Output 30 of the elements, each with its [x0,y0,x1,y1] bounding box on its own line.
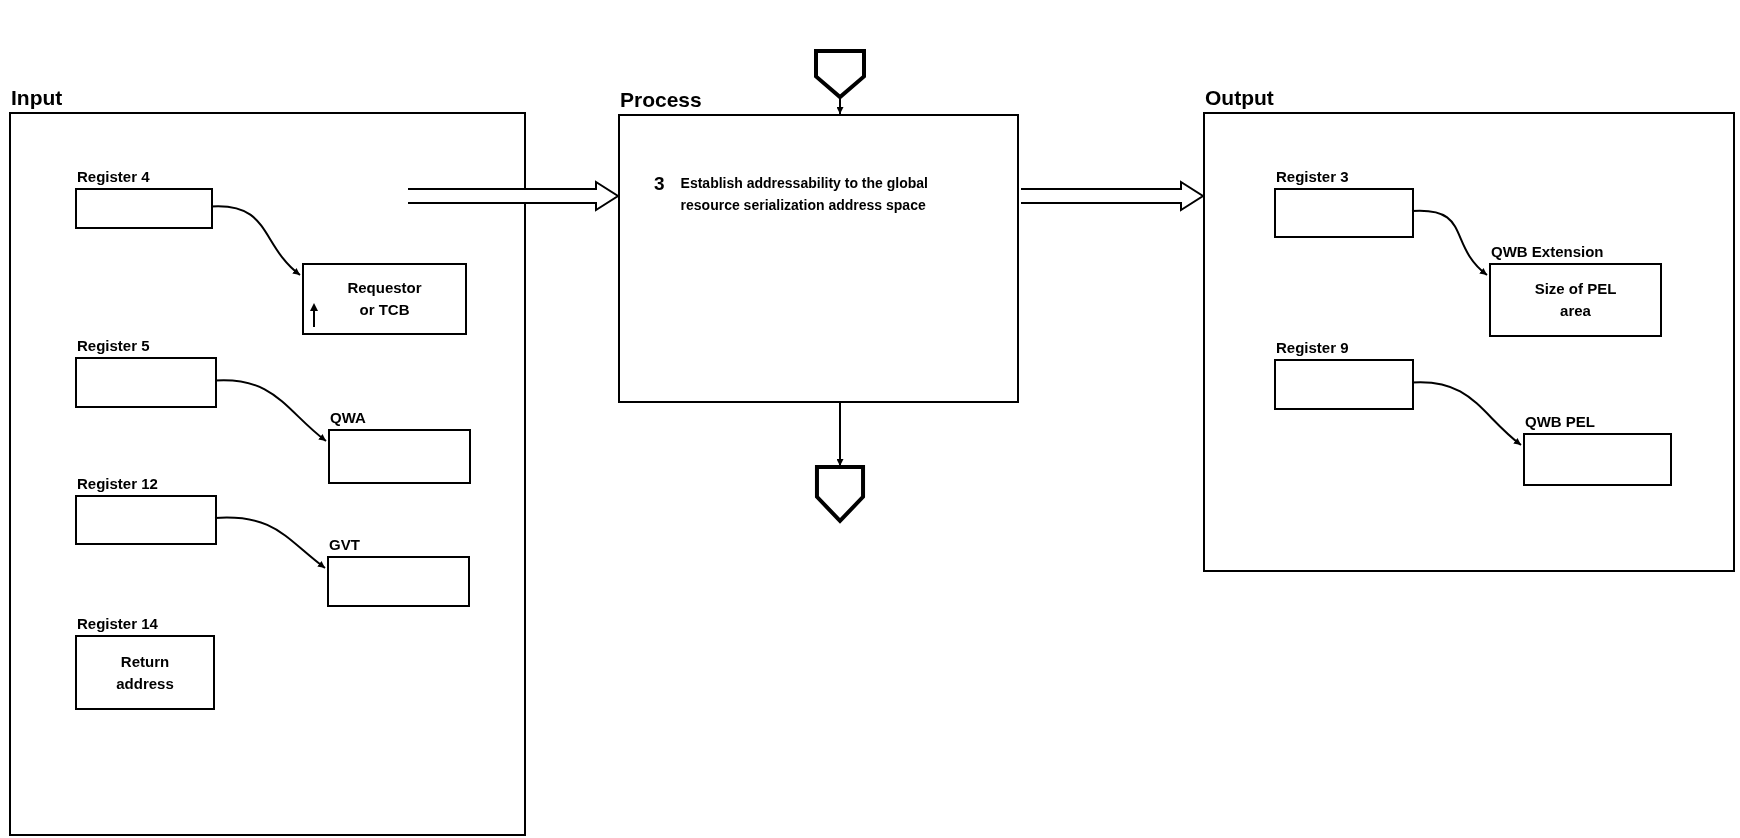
section-heading: Register 12 [77,474,158,494]
arrow [214,379,327,442]
section-heading: Process [620,87,702,113]
section-heading: Input [11,85,63,111]
arrow [836,402,844,467]
arrow [1411,381,1522,446]
register-box [302,263,467,335]
section-heading: Register 9 [1276,338,1349,358]
arrow [836,97,844,115]
arrow [214,516,326,569]
arrow [1411,209,1488,276]
box-text: Return address [115,651,175,694]
section-heading: Output [1205,85,1274,111]
section-heading: QWB Extension [1491,242,1604,262]
step-number: 3 [654,172,665,196]
section-heading: Register 14 [77,614,158,634]
section-heading: GVT [329,535,360,555]
section-heading: QWA [330,408,366,428]
offpage-connector [815,50,865,98]
section-heading: Register 4 [77,167,150,187]
offpage-connector [816,466,864,522]
section-heading: Register 5 [77,336,150,356]
section-heading: QWB PEL [1525,412,1595,432]
box-text: Size of PEL area [1533,279,1618,321]
wide-arrow [407,180,620,212]
section-heading: Register 3 [1276,167,1349,187]
arrow [210,205,301,276]
box-text: Requestor or TCB [346,278,423,320]
wide-arrow [1020,180,1205,212]
step-text: Establish addressability to the global resource serialization address space [680,174,929,215]
